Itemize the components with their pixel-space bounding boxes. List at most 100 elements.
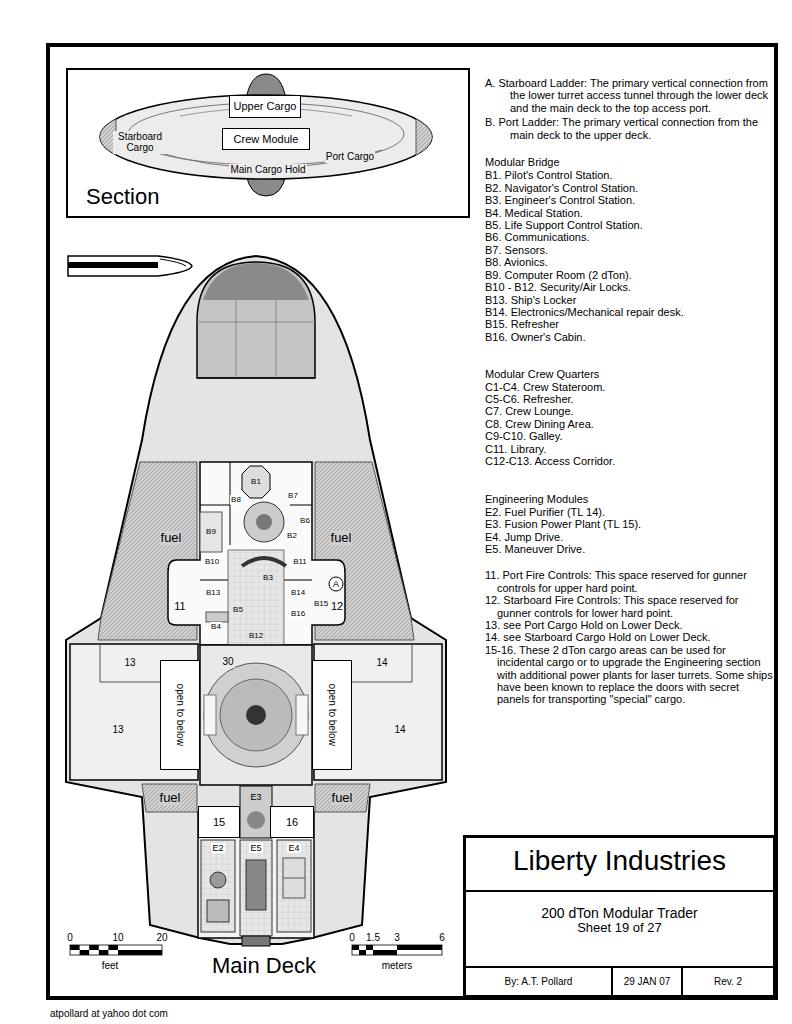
revision-cell: Rev. 2: [683, 968, 773, 995]
callout-number: E2: [211, 843, 224, 853]
scale-bars: [366, 945, 373, 950]
callout-number: B14: [290, 588, 306, 597]
engineering-section: [242, 936, 270, 946]
callout-number: B6: [299, 516, 311, 525]
note-item: E2. Fuel Purifier (TL 14).: [485, 506, 773, 518]
note-item: C8. Crew Dining Area.: [485, 418, 773, 430]
crew-module: [200, 645, 312, 785]
side-view-icon: [160, 259, 186, 266]
engineering-section: [198, 786, 314, 946]
note-item: B9. Computer Room (2 dTon).: [485, 269, 773, 281]
deck-name: Main Deck: [212, 953, 316, 978]
note-item: B10 - B12. Security/Air Locks.: [485, 281, 773, 293]
title-cell: 200 dTon Modular TraderSheet 19 of 27: [466, 890, 773, 968]
crew-module: [246, 705, 266, 725]
crew-module: [200, 645, 312, 785]
section-label: Port Cargo: [325, 151, 375, 163]
scale-value: 20: [156, 932, 167, 944]
note-item: B. Port Ladder: The primary vertical con…: [485, 116, 773, 141]
bridge-module: [228, 550, 284, 645]
callout-number: B10: [204, 557, 220, 566]
node-text: By: A.T. Pollard: [505, 976, 573, 988]
note-item: B7. Sensors.: [485, 244, 773, 256]
bridge-module: [206, 612, 228, 622]
callout-number: E5: [249, 843, 262, 853]
callout-number: B15: [313, 599, 329, 608]
scale-bars: [70, 945, 162, 955]
note-item: B4. Medical Station.: [485, 207, 773, 219]
scale-bars: [397, 945, 442, 950]
ship-hull: [197, 262, 315, 378]
section-heading: Engineering Modules: [485, 493, 773, 505]
bridge-module: [200, 580, 228, 581]
note-item: B15. Refresher: [485, 318, 773, 330]
engineering-section: [283, 858, 305, 898]
crew-module: [204, 663, 308, 767]
node-text: open to below: [326, 684, 338, 746]
scale-bars: [373, 950, 397, 955]
node-text: 16: [286, 816, 298, 829]
note-item: B6. Communications.: [485, 231, 773, 243]
node-text: open to below: [174, 684, 186, 746]
side-view-icon: [68, 256, 192, 276]
section-label: Main Cargo Hold: [229, 164, 306, 176]
side-view-icon: [68, 256, 192, 276]
open-hatch: open to below: [312, 660, 352, 770]
engineering-section: [277, 840, 311, 932]
cargo-wings: [70, 644, 442, 780]
note-item: C9-C10. Galley.: [485, 430, 773, 442]
note-item: B16. Owner's Cabin.: [485, 331, 773, 343]
tank-label: fuel: [160, 531, 183, 546]
callout-letter: A: [332, 579, 340, 589]
section-heading: Modular Crew Quarters: [485, 368, 773, 380]
tank-label: fuel: [159, 791, 182, 806]
bridge-module: [256, 514, 272, 530]
note-item: B3. Engineer's Control Station.: [485, 194, 773, 206]
node-text: Rev. 2: [714, 976, 742, 988]
scale-value: 0: [349, 932, 355, 944]
ship-hull: [203, 263, 309, 300]
engineering-section: [201, 840, 235, 932]
ship-hull: [236, 300, 237, 378]
note-item: 14. see Starboard Cargo Hold on Lower De…: [485, 631, 773, 643]
note-item: A. Starboard Ladder: The primary vertica…: [485, 77, 773, 114]
callout-number: B4: [210, 622, 222, 631]
fuel-tanks: [142, 784, 197, 812]
page-frame: [48, 45, 776, 998]
scale-bars: [118, 950, 162, 955]
section-drawing: [98, 74, 434, 196]
engineering-section: [240, 840, 272, 936]
note-item: B13. Ship's Locker: [485, 294, 773, 306]
bridge-module: [200, 512, 222, 552]
ship-hull: [66, 256, 446, 944]
bridge-module: [242, 558, 286, 566]
author-contact: atpollard at yahoo dot com: [50, 1008, 168, 1020]
node-text: Sheet 19 of 27: [577, 921, 662, 936]
note-item: E3. Fusion Power Plant (TL 15).: [485, 518, 773, 530]
bridge-module: [290, 505, 312, 506]
tank-label: fuel: [331, 791, 354, 806]
engineering-section: [246, 860, 266, 910]
scale-bars: [359, 950, 366, 955]
cargo-wings: [352, 644, 412, 682]
scale-value: 1.5: [366, 932, 380, 944]
bridge-module: [244, 502, 284, 542]
scale-value: 6: [439, 932, 445, 944]
engineering-section: [210, 872, 226, 888]
node-text: Liberty Industries: [466, 845, 773, 877]
note-item: C7. Crew Lounge.: [485, 405, 773, 417]
note-item: E4. Jump Drive.: [485, 531, 773, 543]
callout-number: B5: [232, 605, 244, 614]
callout-number: B9: [205, 527, 217, 536]
title-block: Liberty Industries 200 dTon Modular Trade…: [463, 835, 776, 998]
note-item: C11. Library.: [485, 443, 773, 455]
bridge-module: [242, 466, 270, 498]
bridge-module: [168, 462, 345, 645]
note-item: B14. Electronics/Mechanical repair desk.: [485, 306, 773, 318]
date-cell: 29 JAN 07: [613, 968, 683, 995]
callout-number: E3: [249, 792, 262, 802]
scale-bars: [99, 950, 109, 955]
scale-unit: feet: [102, 960, 119, 972]
ship-hull: [66, 256, 446, 944]
